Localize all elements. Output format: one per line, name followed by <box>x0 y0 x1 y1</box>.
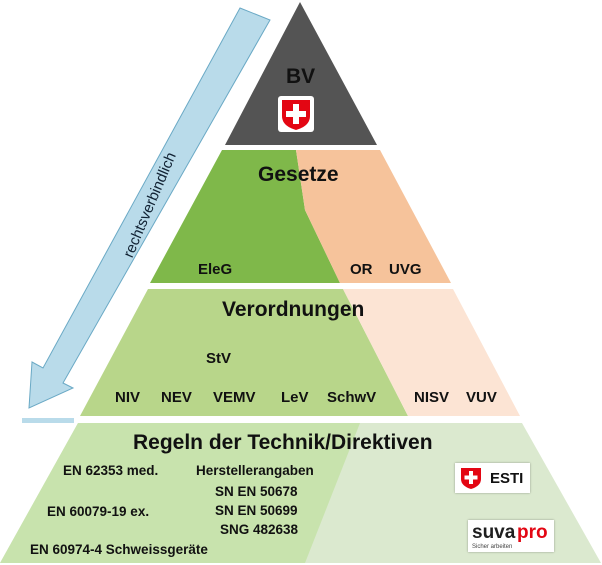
ordinance-vuv: VUV <box>466 389 497 406</box>
standard-sn-en-50678: SN EN 50678 <box>215 484 298 499</box>
suva-tagline: Sicher arbeiten <box>472 544 513 550</box>
tier-verordnungen-title: Verordnungen <box>222 298 365 321</box>
law-eleg: EleG <box>198 261 233 278</box>
ordinance-niv: NIV <box>115 389 141 406</box>
standard-en-60079: EN 60079-19 ex. <box>47 504 150 519</box>
esti-label: ESTI <box>490 470 524 487</box>
tier-bv-title: BV <box>286 65 316 88</box>
swiss-flag-icon <box>461 468 481 489</box>
binding-arrow <box>28 7 271 409</box>
ordinance-schwv: SchwV <box>327 389 377 406</box>
tier-verordnungen-peach <box>343 289 520 416</box>
tier-regeln-title: Regeln der Technik/Direktiven <box>133 431 433 454</box>
ordinance-nev: NEV <box>161 389 192 406</box>
pro-brand: pro <box>517 522 548 543</box>
suva-brand: suva <box>472 522 516 543</box>
ordinance-nisv: NISV <box>414 389 450 406</box>
tier-verordnungen-green <box>80 289 408 416</box>
ordinance-vemv: VEMV <box>213 389 256 406</box>
standard-en-60974: EN 60974-4 Schweissgeräte <box>30 542 208 557</box>
law-uvg: UVG <box>389 261 422 278</box>
suvapro-badge: suva pro Sicher arbeiten <box>468 520 554 552</box>
tier-bv-shape <box>225 2 377 145</box>
tier-gesetze-green <box>150 150 340 283</box>
ordinance-stv: StV <box>206 350 232 367</box>
swiss-flag-icon <box>278 96 314 132</box>
standard-en-62353: EN 62353 med. <box>63 463 159 478</box>
arrow-base-line <box>22 418 74 423</box>
standard-herstellerangaben: Herstellerangaben <box>196 463 314 478</box>
law-or: OR <box>350 261 373 278</box>
esti-badge: ESTI <box>455 463 530 493</box>
standard-sng-482638: SNG 482638 <box>220 522 299 537</box>
ordinance-lev: LeV <box>281 389 309 406</box>
tier-regeln-green <box>0 423 360 563</box>
standard-sn-en-50699: SN EN 50699 <box>215 503 298 518</box>
tier-gesetze-title: Gesetze <box>258 163 339 186</box>
tier-gesetze-peach <box>296 150 451 283</box>
